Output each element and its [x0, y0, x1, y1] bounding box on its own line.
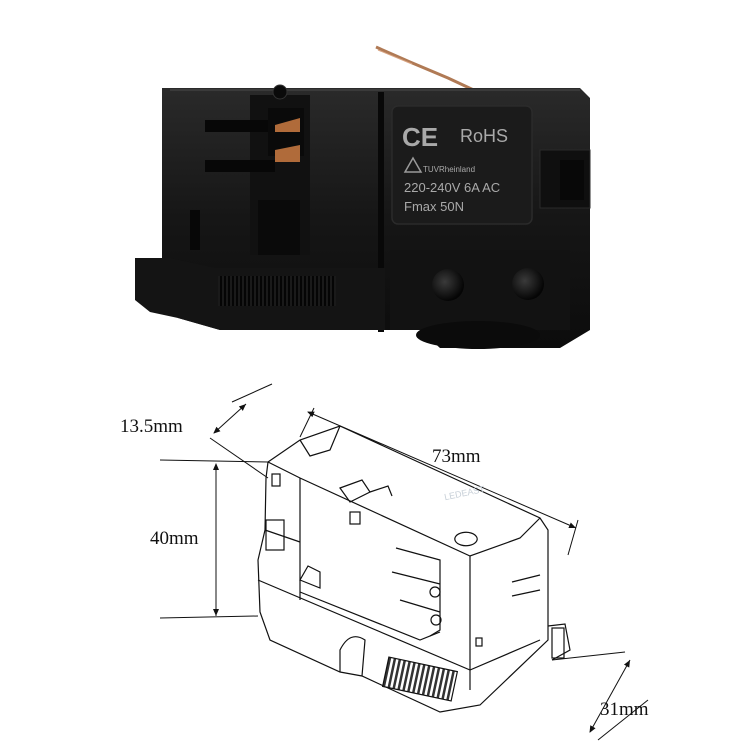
- adapter-photo: CE RoHS TUVRheinland 220-240V 6A AC Fmax…: [135, 45, 591, 349]
- adapter-outline: [257, 425, 571, 713]
- contact-section: [190, 84, 310, 255]
- height-label: 40mm: [150, 528, 199, 549]
- wire: [375, 45, 479, 94]
- copper-contact-bottom: [275, 145, 300, 162]
- lens-right: [512, 268, 544, 300]
- rating-text: 220-240V 6A AC: [404, 180, 500, 195]
- label-plate: [391, 105, 533, 225]
- rohs-mark: RoHS: [460, 126, 508, 146]
- tuv-triangle-icon: [403, 156, 423, 173]
- fmax-text: Fmax 50N: [404, 199, 464, 214]
- lens-left: [432, 269, 464, 301]
- locking-knob: [218, 276, 336, 306]
- length-label: 73mm: [432, 446, 481, 467]
- watermark: LEDEAST: [443, 484, 486, 502]
- dimension-drawing: [159, 383, 649, 741]
- copper-contact-top: [275, 118, 300, 132]
- width-label: 31mm: [600, 699, 649, 720]
- ce-mark: CE: [402, 122, 438, 152]
- depth-label: 13.5mm: [120, 416, 183, 437]
- tuv-mark: TUVRheinland: [423, 165, 475, 174]
- outline-knob: [381, 656, 459, 702]
